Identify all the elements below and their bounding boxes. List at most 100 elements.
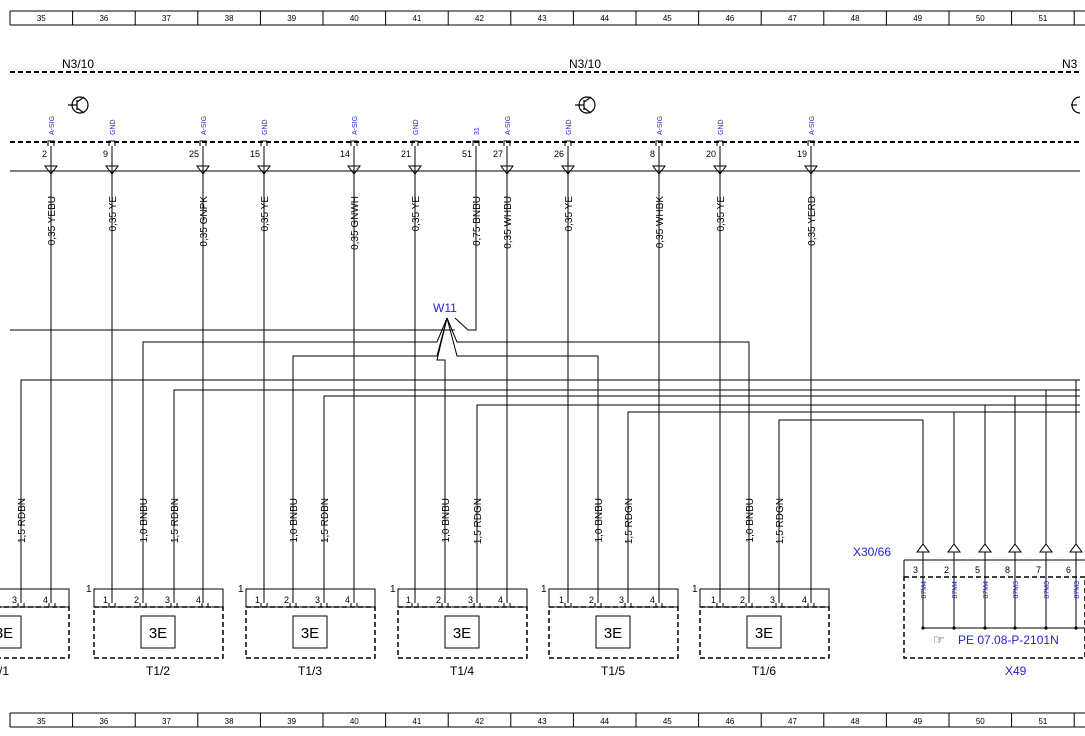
x49-signal-label: 87M4 — [983, 581, 990, 599]
connector-triangle — [978, 543, 992, 553]
component-n3-10-mid: N3/10 — [569, 57, 601, 71]
x49-signal-label: 87M4 — [952, 581, 959, 599]
connector-pin — [745, 603, 753, 608]
wire-label: 0,35 YE — [716, 196, 727, 232]
transformer--1: 3E/134 — [0, 588, 70, 678]
x49-signal-label: 87M3 — [1044, 581, 1051, 599]
pin-signal-label: A-SIG — [352, 116, 359, 135]
wire — [627, 411, 1080, 603]
wire-label: 0,35 GNWH — [350, 196, 361, 250]
pin-signal-label: A-SIG — [505, 116, 512, 135]
ruler-bottom-label: 47 — [788, 717, 797, 726]
pin-signal-label: A-SIG — [809, 116, 816, 135]
wire-label: 0,35 YERD — [807, 196, 818, 246]
pin-number: 3 — [315, 595, 320, 605]
pin-number: 6 — [1066, 565, 1071, 575]
connector-pin — [624, 603, 632, 608]
pin-header — [245, 588, 376, 608]
pin-signal-label: A-SIG — [657, 116, 664, 135]
ruler-bottom-label: 38 — [225, 717, 234, 726]
connector-pin — [17, 603, 25, 608]
wire — [323, 395, 1080, 603]
shield-symbol — [105, 165, 119, 175]
ruler-top-label: 35 — [37, 14, 46, 23]
transformer-icon: 3E — [755, 625, 773, 642]
pin-number: 3 — [165, 595, 170, 605]
wire-label: 0,35 YE — [108, 196, 119, 232]
transformer-icon: 3E — [149, 625, 167, 642]
pin-signal-label: 31 — [474, 127, 481, 135]
transformer-box — [548, 606, 679, 659]
outer-pin-label: 1 — [692, 584, 698, 595]
shield-symbol — [347, 165, 361, 175]
pe-reference-link[interactable]: PE 07.08-P-2101N — [958, 633, 1059, 647]
transformers: 3E/1343ET1/2112343ET1/3112343ET1/4112343… — [0, 584, 830, 678]
transformer-icon: 3E — [604, 625, 622, 642]
transformer-icon — [746, 615, 782, 649]
transformer-icon: 3E — [301, 625, 319, 642]
ruler-bottom-label: 48 — [851, 717, 860, 726]
component-w11: W11 — [433, 301, 457, 315]
wire — [173, 389, 1080, 603]
component-x49: X49 — [1005, 664, 1027, 678]
ruler-top-label: 45 — [663, 14, 672, 23]
ruler-top-label: 42 — [475, 14, 484, 23]
transformer-label: T1/5 — [601, 664, 625, 678]
pin-number: 1 — [406, 595, 411, 605]
connector-triangle — [1008, 543, 1022, 553]
wire — [446, 317, 599, 603]
wire-label: 1,0 BNBU — [745, 498, 756, 542]
ruler-top-label: 37 — [162, 14, 171, 23]
connector-pin — [594, 603, 602, 608]
connector-pin — [503, 140, 511, 146]
pin-number: 2 — [42, 149, 47, 159]
connector-pin — [139, 603, 147, 608]
ruler-bottom-label: 45 — [663, 717, 672, 726]
connector-pin — [807, 603, 815, 608]
connector-pin — [320, 603, 328, 608]
ruler-top-label: 46 — [725, 14, 734, 23]
connector-pin — [473, 603, 481, 608]
transformer-label: T1/4 — [450, 664, 474, 678]
pin-number: 2 — [134, 595, 139, 605]
wire-label: 1,5 RDGN — [624, 498, 635, 544]
ruler-top-label: 47 — [788, 14, 797, 23]
ruler-top-label: 36 — [99, 14, 108, 23]
pin-number: 2 — [944, 565, 949, 575]
pin-number: 3 — [468, 595, 473, 605]
wire-label: 1,5 RDGN — [473, 498, 484, 544]
transformer-icon: 3E — [0, 625, 13, 642]
shield-symbol — [561, 165, 575, 175]
connector-pins — [44, 140, 818, 175]
transformer-box — [397, 606, 528, 659]
connector-pin — [199, 140, 207, 146]
shield-symbol — [652, 165, 666, 175]
ruler-top-label: 43 — [538, 14, 547, 23]
wire-label: 1,0 BNBU — [441, 498, 452, 542]
connector-triangle — [916, 543, 930, 553]
wire — [454, 172, 477, 331]
pin-signal-label: GND — [718, 119, 725, 135]
wire — [476, 404, 1080, 603]
pin-number: 4 — [43, 595, 48, 605]
pin-number: 4 — [650, 595, 655, 605]
pin-signal-label: A-SIG — [49, 116, 56, 135]
shield-symbol — [44, 165, 58, 175]
ruler-bottom-label: 44 — [600, 717, 609, 726]
transformer-label: T1/6 — [752, 664, 776, 678]
wire-label: 0,35 WHBU — [503, 196, 514, 249]
pin-number: 15 — [250, 149, 260, 159]
ruler-top-label: 38 — [225, 14, 234, 23]
pin-signal-label: A-SIG — [201, 116, 208, 135]
pin-number: 9 — [103, 149, 108, 159]
pin-number: 2 — [740, 595, 745, 605]
wire-label: 1,5 RDBN — [320, 498, 331, 543]
ruler-bottom-label: 49 — [913, 717, 922, 726]
wire-label: 1,0 BNBU — [594, 498, 605, 542]
connector-pin — [47, 140, 55, 146]
module-boundary — [10, 71, 1080, 143]
pin-signal-label: GND — [566, 119, 573, 135]
transformer-label: /1 — [0, 664, 9, 678]
